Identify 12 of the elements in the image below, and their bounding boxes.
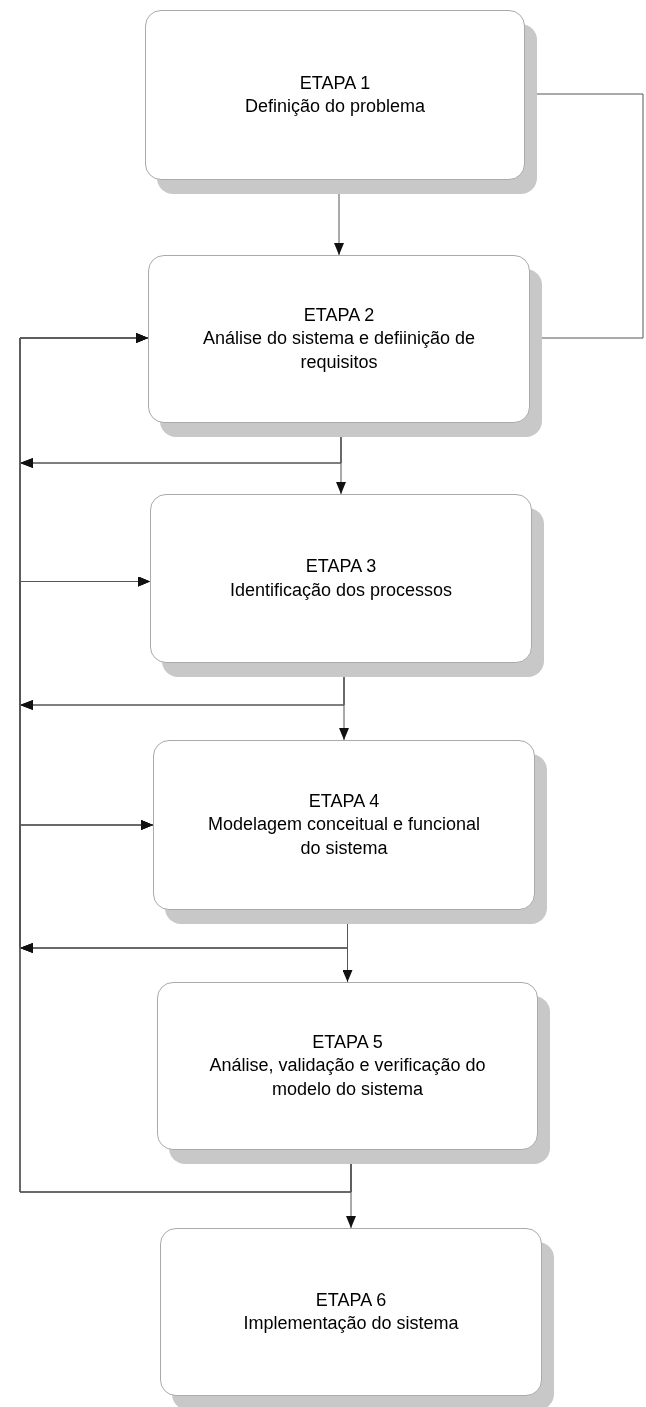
stage-number: ETAPA 2 — [303, 303, 375, 327]
stage-title: Análise do sistema e defiinição de requisitos — [201, 327, 477, 374]
stage-title: Implementação do sistema — [243, 1312, 459, 1335]
stage-number: ETAPA 5 — [312, 1030, 383, 1054]
stage-title: Identificação dos processos — [229, 578, 453, 602]
stage-title: Definição do problema — [244, 95, 426, 118]
stage-number: ETAPA 1 — [299, 71, 371, 95]
stage-number: ETAPA 3 — [305, 555, 377, 579]
stage-number: ETAPA 4 — [308, 789, 380, 813]
stage-number: ETAPA 6 — [315, 1288, 387, 1312]
stage-title: Análise, validação e verificação do modelo do sistema — [208, 1054, 487, 1101]
stage-title: Modelagem conceitual e funcional do sistema — [206, 813, 482, 860]
